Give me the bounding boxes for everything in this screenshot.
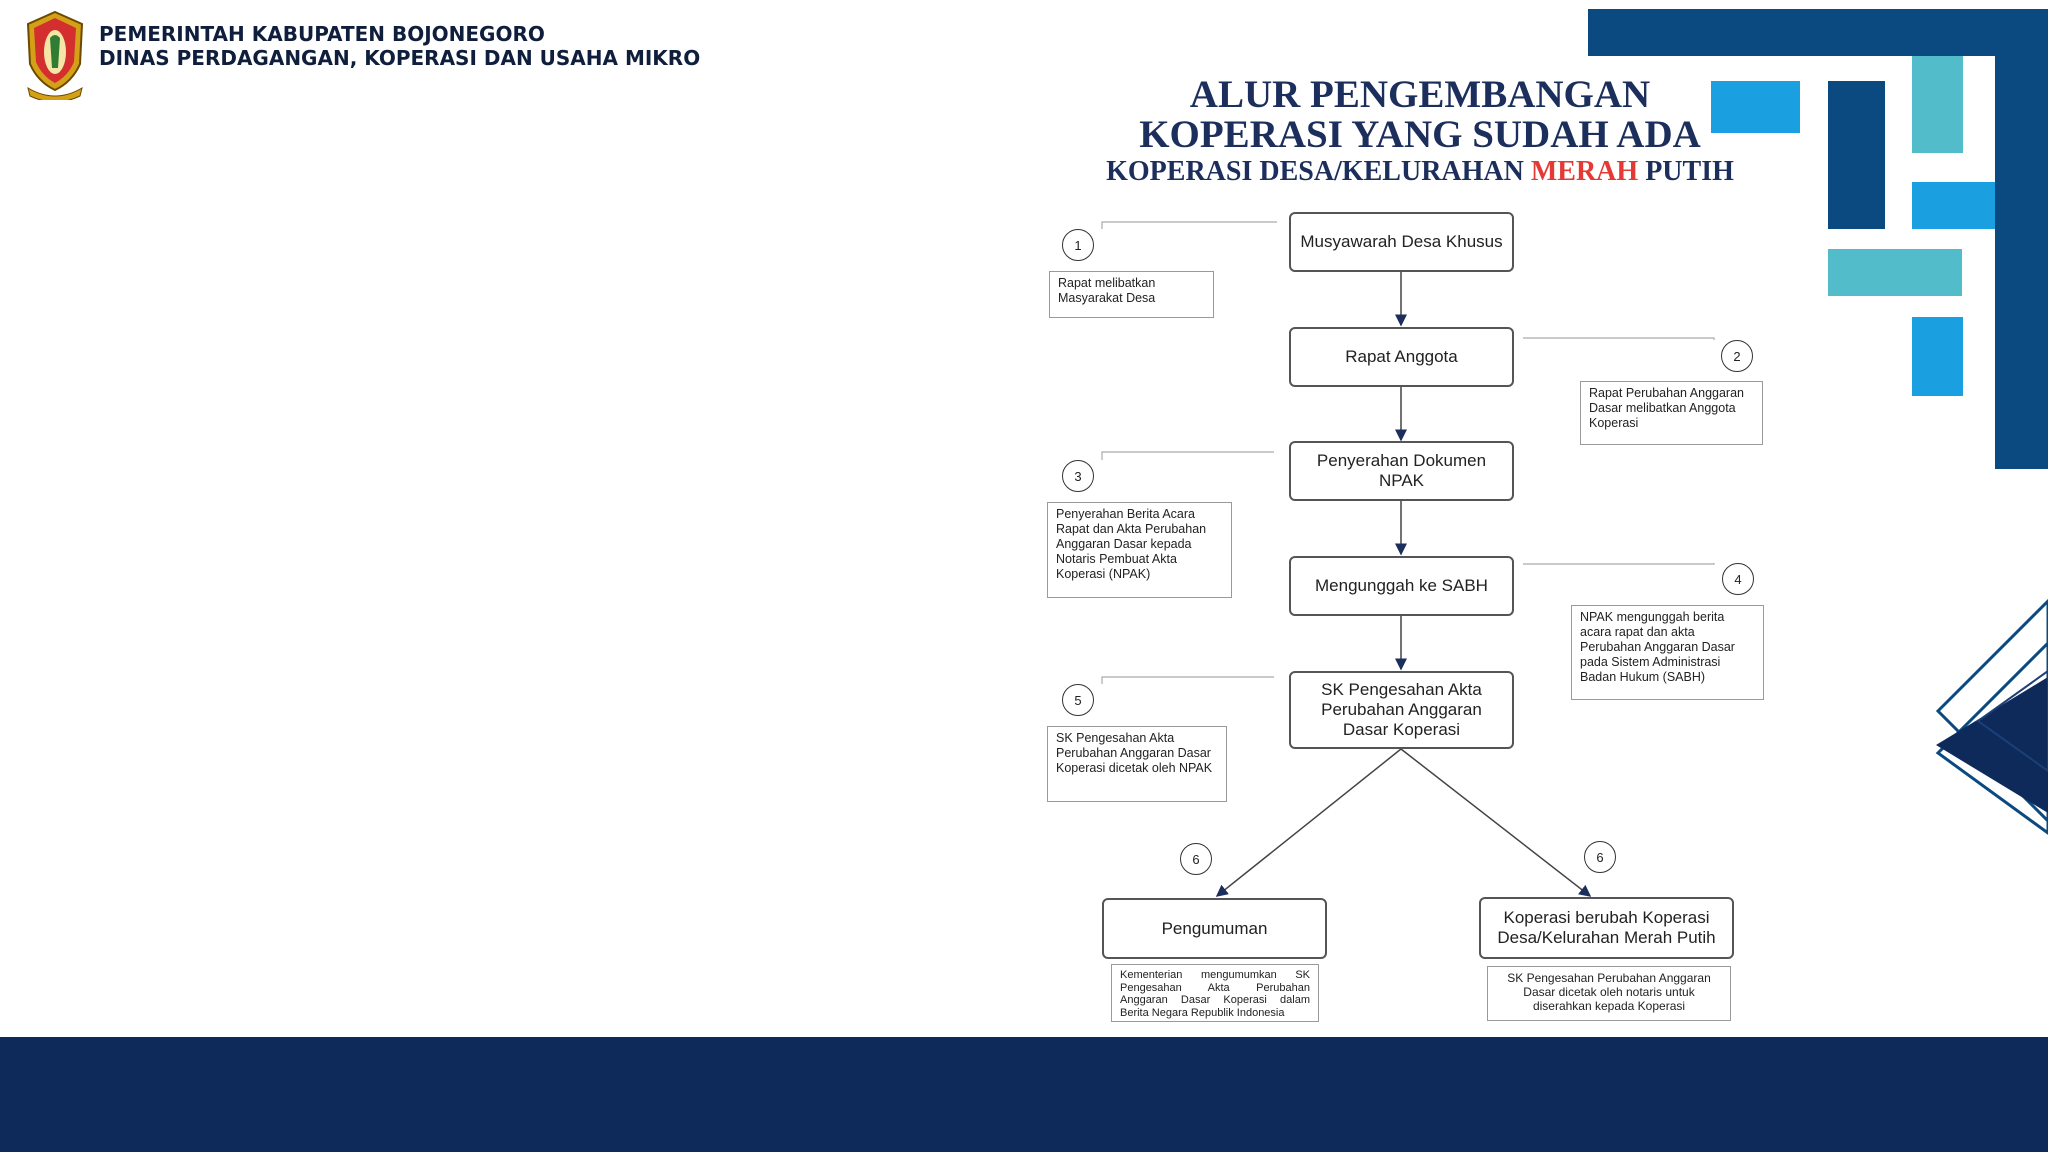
note-2: Rapat Perubahan Anggaran Dasar melibatka… [1580,381,1763,445]
diagram-title-line-1: ALUR PENGEMBANGAN [1189,73,1651,116]
subtitle-part-1: KOPERASI DESA/KELURAHAN [1106,156,1531,187]
deco-teal-horizontal [1828,249,1962,296]
note-6b: SK Pengesahan Perubahan Anggaran Dasar d… [1487,966,1731,1021]
step-musyawarah-desa: Musyawarah Desa Khusus [1289,212,1514,272]
step-number-6a: 6 [1180,843,1212,875]
step-mengunggah-sabh: Mengunggah ke SABH [1289,556,1514,616]
deco-cyan-block-1 [1711,81,1800,133]
subtitle-highlight: MERAH [1530,156,1639,187]
note-3: Penyerahan Berita Acara Rapat dan Akta P… [1047,502,1232,598]
deco-diamonds [1935,598,2048,835]
note-5: SK Pengesahan Akta Perubahan Anggaran Da… [1047,726,1227,802]
footer-band [0,1037,2048,1152]
diagram-subtitle: KOPERASI DESA/KELURAHAN MERAH PUTIH [1040,156,1800,188]
step-number-5: 5 [1062,684,1094,716]
subtitle-part-2: PUTIH [1638,156,1734,187]
note-1: Rapat melibatkan Masyarakat Desa [1049,271,1214,318]
header-institution: PEMERINTAH KABUPATEN BOJONEGORO DINAS PE… [99,22,700,70]
step-number-2: 2 [1721,340,1753,372]
step-sk-pengesahan: SK Pengesahan Akta Perubahan Anggaran Da… [1289,671,1514,749]
deco-teal-vertical [1912,56,1963,153]
deco-cyan-block-3 [1912,317,1963,396]
deco-top-bar [1588,9,2048,56]
note-4: NPAK mengunggah berita acara rapat dan a… [1571,605,1764,700]
header-line-2: DINAS PERDAGANGAN, KOPERASI DAN USAHA MI… [99,46,701,70]
bojonegoro-logo [26,10,84,100]
step-number-4: 4 [1722,563,1754,595]
step-number-1: 1 [1062,229,1094,261]
diagram-title-line-2: KOPERASI YANG SUDAH ADA [1139,113,1701,156]
step-number-3: 3 [1062,460,1094,492]
step-number-6b: 6 [1584,841,1616,873]
header-line-1: PEMERINTAH KABUPATEN BOJONEGORO [99,22,545,46]
note-6a: Kementerian mengumumkan SK Pengesahan Ak… [1111,964,1319,1022]
deco-navy-vertical [1828,81,1885,229]
deco-cyan-block-2 [1912,182,1995,229]
step-pengumuman: Pengumuman [1102,898,1327,959]
step-rapat-anggota: Rapat Anggota [1289,327,1514,387]
step-penyerahan-dokumen: Penyerahan Dokumen NPAK [1289,441,1514,501]
step-koperasi-berubah: Koperasi berubah Koperasi Desa/Kelurahan… [1479,897,1734,959]
deco-right-bar [1995,9,2048,469]
